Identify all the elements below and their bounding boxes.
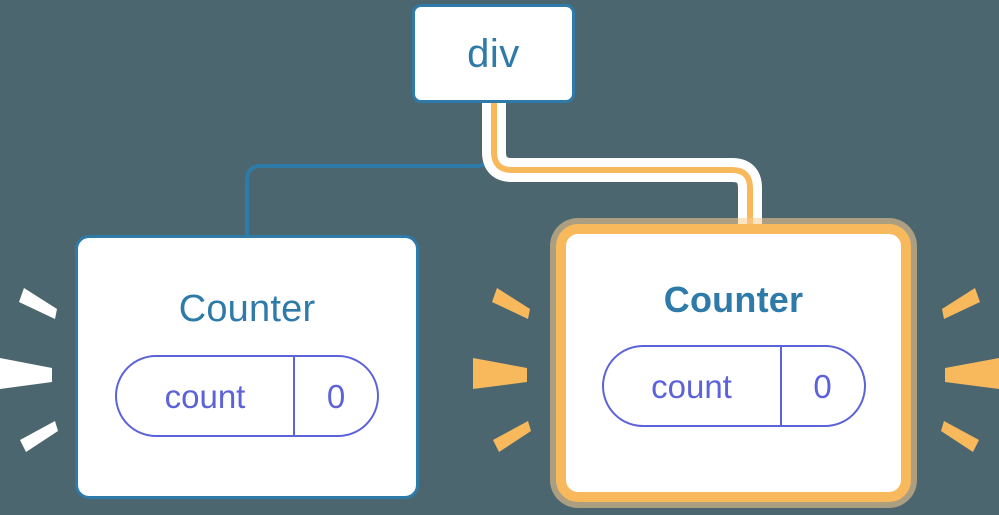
burst-ray-upper [492,288,530,319]
node-counter-left[interactable]: Counter count 0 [75,235,419,499]
burst-ray-middle [945,358,999,389]
state-key: count [651,367,732,405]
edge-div-to-counter-right [491,103,753,240]
burst-counter-right-left [473,288,531,452]
state-pill-counter-left: count 0 [115,355,379,437]
burst-ray-lower [20,421,58,452]
burst-ray-middle [473,358,527,389]
state-value: 0 [779,347,864,425]
state-key: count [164,377,246,415]
burst-ray-upper [19,288,57,319]
node-counter-right[interactable]: Counter count 0 [556,224,911,502]
burst-counter-left [0,288,58,452]
node-div-label: div [467,31,520,76]
burst-ray-lower [941,421,979,452]
state-value: 0 [293,357,377,435]
node-counter-left-label: Counter [178,288,316,330]
burst-ray-lower [493,421,531,452]
node-div[interactable]: div [412,4,575,103]
node-counter-right-label: Counter [663,279,804,320]
burst-ray-upper [942,288,980,319]
burst-ray-middle [0,358,52,389]
burst-counter-right-right [941,288,999,452]
state-pill-counter-right: count 0 [601,345,866,427]
